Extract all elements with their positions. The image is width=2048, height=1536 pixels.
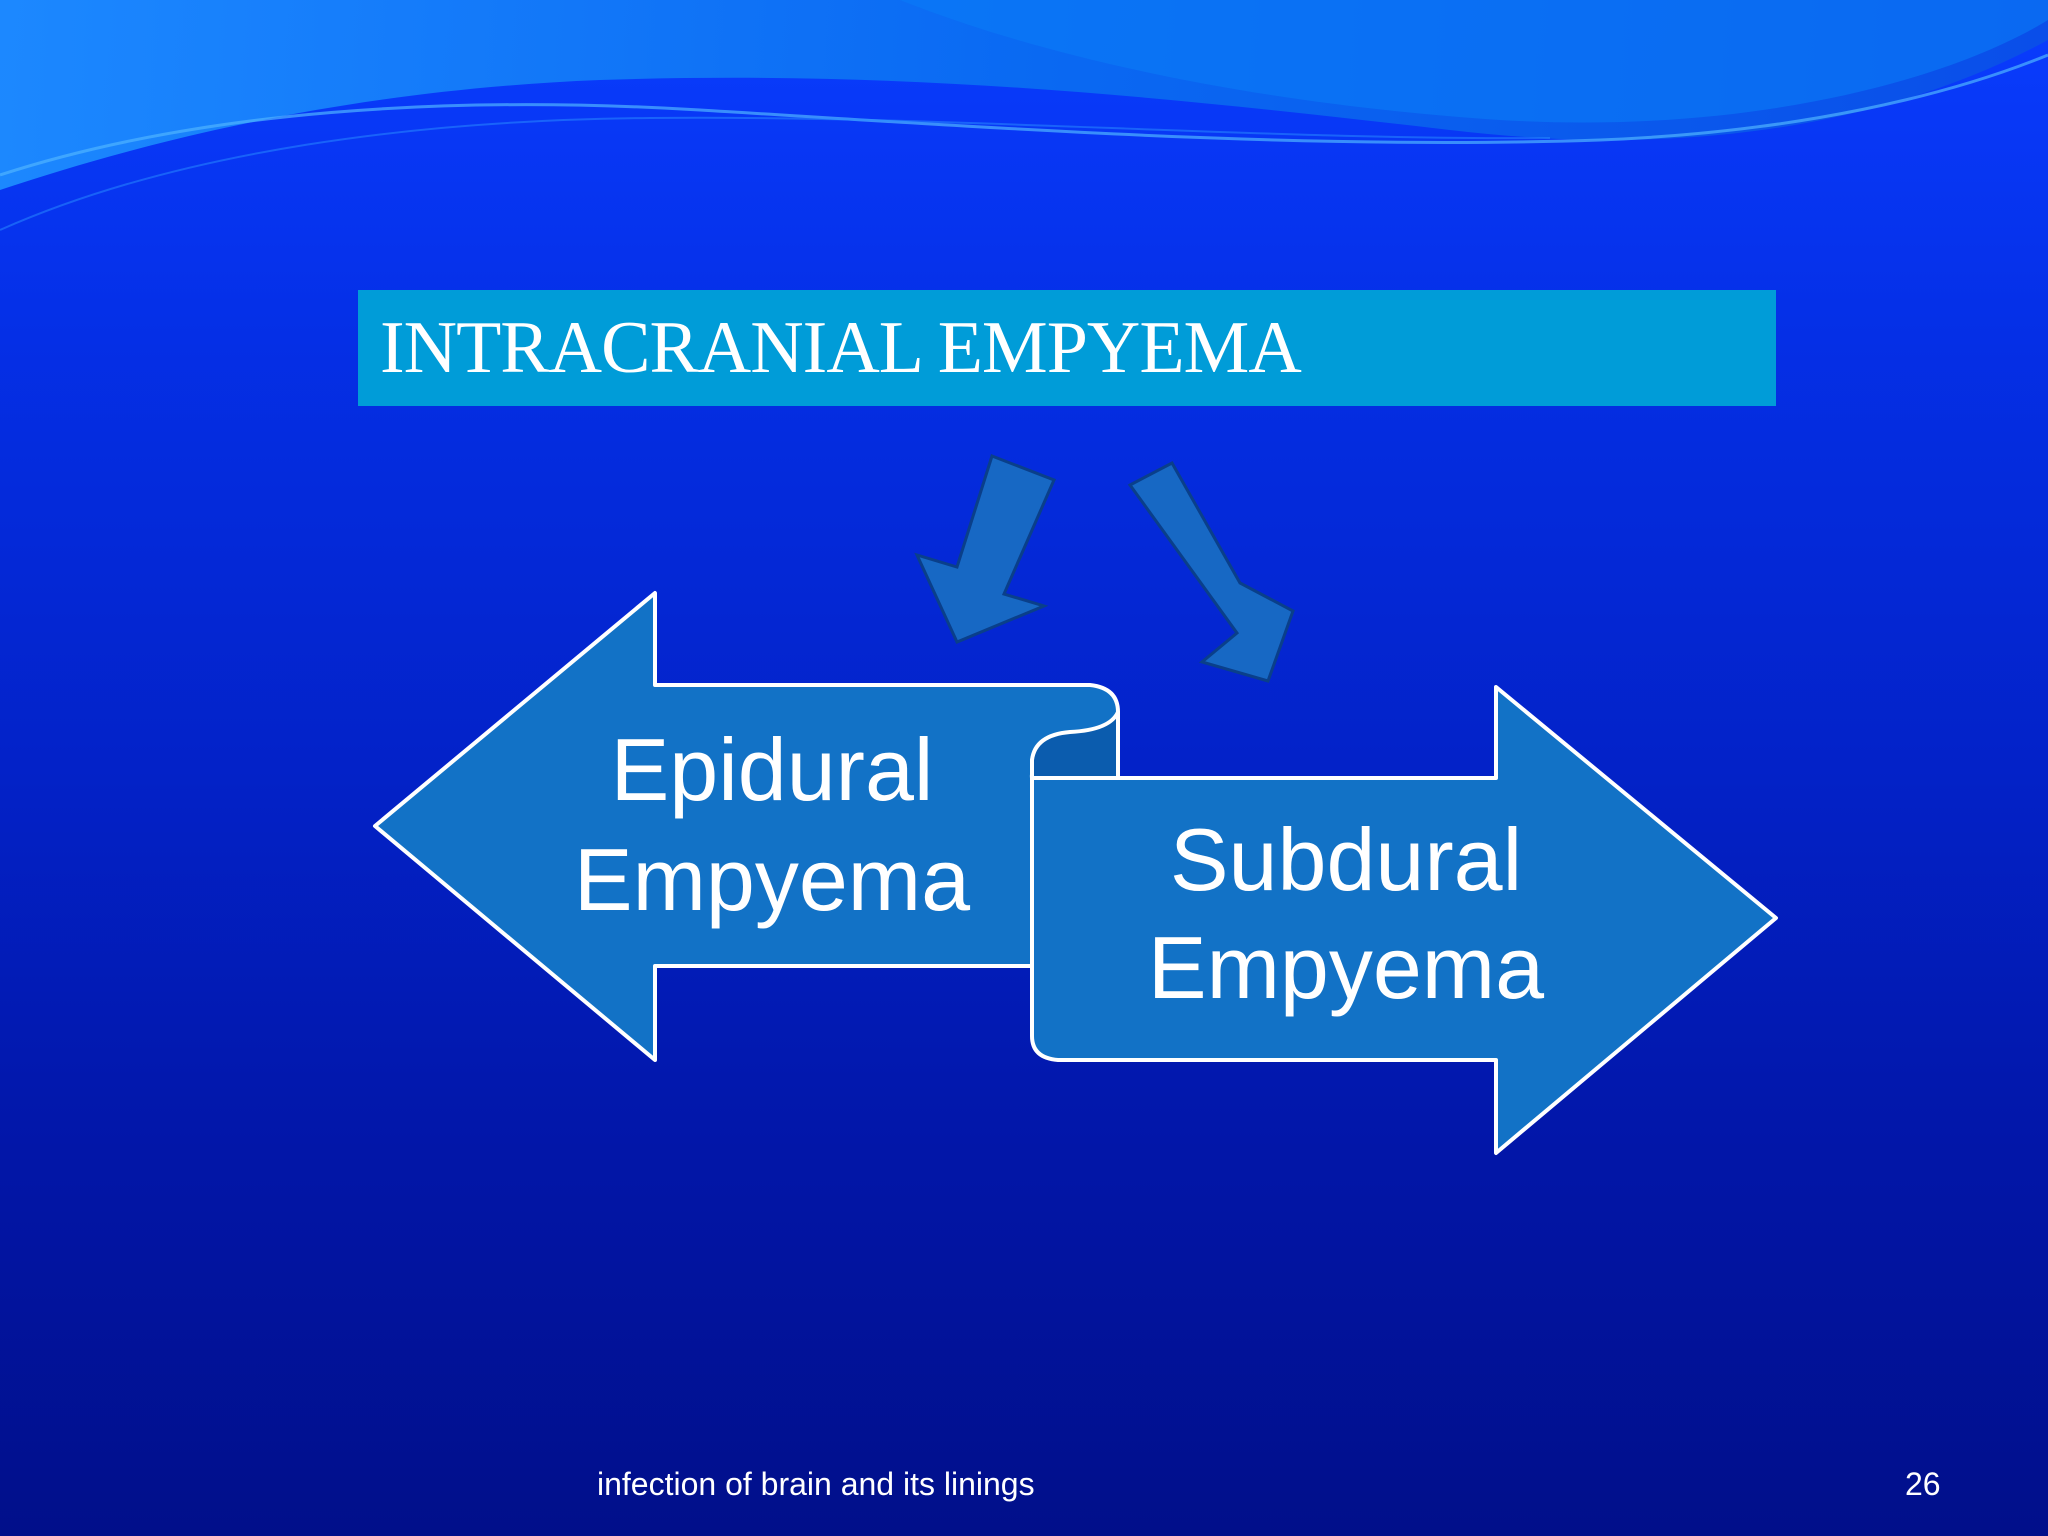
left-arrow-label-line1: Epidural	[611, 720, 934, 819]
slide-footer: infection of brain and its linings	[597, 1466, 1035, 1502]
right-arrow-shape	[1030, 685, 1778, 1155]
slide-title: INTRACRANIAL EMPYEMA	[380, 307, 1302, 389]
left-arrow-shape	[373, 591, 1120, 1062]
title-box: INTRACRANIAL EMPYEMA	[358, 290, 1776, 406]
left-arrow-label-line2: Empyema	[574, 830, 970, 929]
right-arrow-label-line1: Subdural	[1170, 810, 1522, 909]
right-arrow-label-line2: Empyema	[1148, 918, 1544, 1017]
wave-header-decoration	[0, 0, 2048, 231]
down-right-arrow	[1127, 460, 1295, 683]
page-number: 26	[1905, 1466, 1941, 1502]
down-left-arrow	[914, 454, 1057, 644]
ribbon-fold	[1030, 710, 1120, 780]
